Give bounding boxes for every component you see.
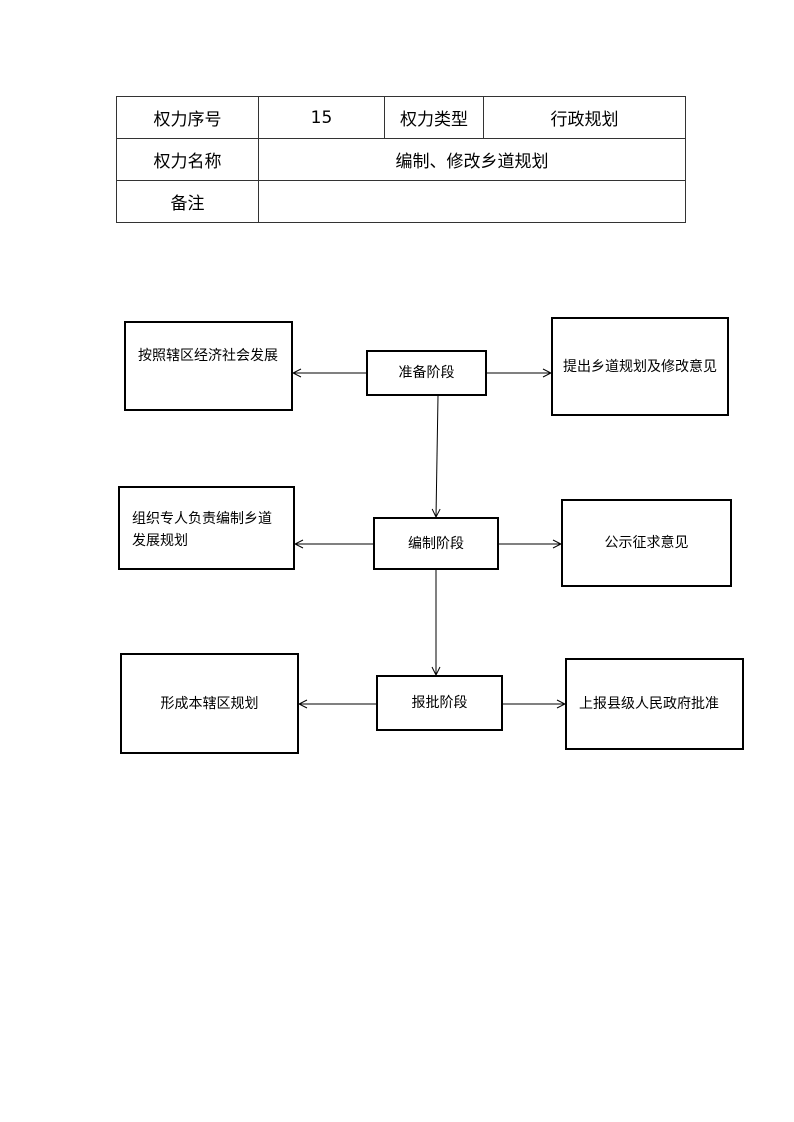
stage3-left-box: 形成本辖区规划 xyxy=(120,653,299,754)
stage3-left-text: 形成本辖区规划 xyxy=(160,695,259,712)
stage3-right-text: 上报县级人民政府批准 xyxy=(579,696,719,712)
stage1-box: 准备阶段 xyxy=(366,350,487,396)
stage1-left-text: 按照辖区经济社会发展 xyxy=(138,348,278,364)
label-power-seq: 权力序号 xyxy=(116,96,259,139)
stage1-right-box: 提出乡道规划及修改意见 xyxy=(551,317,729,416)
stage2-label: 编制阶段 xyxy=(408,535,464,552)
table-row: 权力名称 编制、修改乡道规划 xyxy=(116,138,686,181)
stage1-right-text: 提出乡道规划及修改意见 xyxy=(563,358,717,375)
value-power-type: 行政规划 xyxy=(483,96,686,139)
stage2-right-box: 公示征求意见 xyxy=(561,499,732,587)
stage2-right-text: 公示征求意见 xyxy=(604,535,689,551)
stage3-box: 报批阶段 xyxy=(376,675,503,731)
table-row: 备注 xyxy=(116,180,686,223)
stage1-label: 准备阶段 xyxy=(398,365,455,381)
power-info-table: 权力序号 15 权力类型 行政规划 权力名称 编制、修改乡道规划 备注 xyxy=(116,96,686,223)
stage2-box: 编制阶段 xyxy=(373,517,499,570)
table-row: 权力序号 15 权力类型 行政规划 xyxy=(116,96,686,139)
stage1-left-box: 按照辖区经济社会发展 xyxy=(124,321,293,411)
stage2-left-text: 组织专人负责编制乡道发展规划 xyxy=(132,511,272,549)
stage3-right-box: 上报县级人民政府批准 xyxy=(565,658,744,750)
stage2-left-box: 组织专人负责编制乡道发展规划 xyxy=(118,486,295,570)
value-power-name: 编制、修改乡道规划 xyxy=(258,138,686,181)
value-note xyxy=(258,180,686,223)
arrow-stage1-to-stage2 xyxy=(436,395,438,517)
value-power-seq: 15 xyxy=(258,96,385,139)
label-note: 备注 xyxy=(116,180,259,223)
stage3-label: 报批阶段 xyxy=(411,695,468,711)
